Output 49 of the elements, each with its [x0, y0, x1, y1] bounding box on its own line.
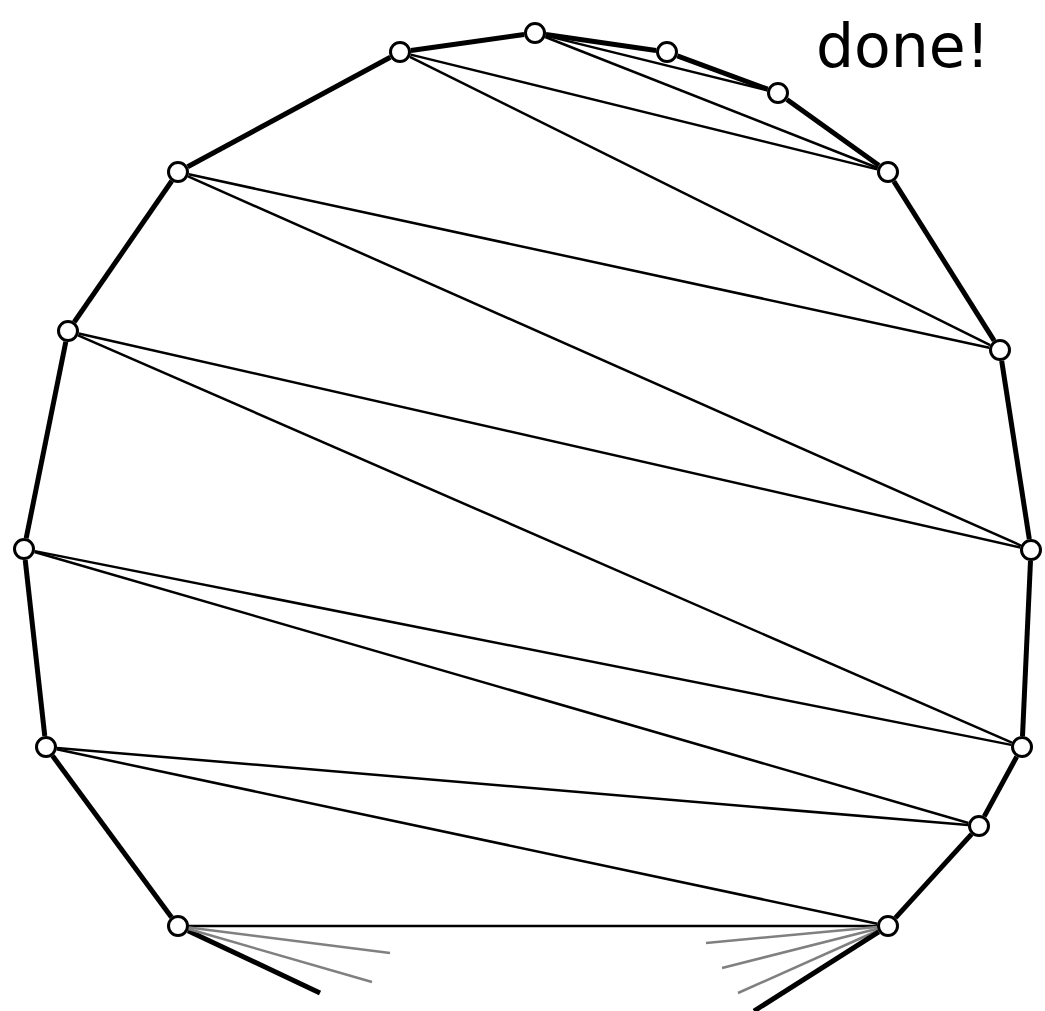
edge-line: [410, 32, 525, 53]
vertex-circle: [524, 22, 546, 44]
vertex-circle: [167, 915, 189, 937]
vertex-circle: [57, 320, 79, 342]
vertex-circle: [167, 161, 189, 183]
edge-line: [34, 550, 969, 825]
edge-line: [50, 754, 174, 919]
vertex-circle: [656, 41, 678, 63]
edge-line: [705, 925, 878, 945]
edge-line: [56, 746, 969, 827]
vertex-circle: [989, 339, 1011, 361]
edge-line: [893, 832, 974, 920]
edge-line: [721, 927, 878, 970]
edge-line: [188, 927, 373, 984]
edge-line: [676, 53, 769, 92]
edge-line: [78, 332, 1021, 549]
edge-line: [72, 179, 174, 324]
vertex-circle: [767, 82, 789, 104]
edge-line: [189, 924, 877, 928]
vertex-circle: [35, 736, 57, 758]
edge-line: [999, 360, 1032, 540]
vertex-circle: [968, 815, 990, 837]
edge-line: [188, 926, 391, 955]
edge-line: [77, 334, 1013, 744]
vertex-circle: [1020, 539, 1042, 561]
edge-line: [737, 929, 879, 995]
edge-line: [188, 173, 990, 349]
edge-line: [186, 928, 322, 996]
vertex-circle: [13, 538, 35, 560]
vertex-circle: [389, 41, 411, 63]
edge-line: [187, 175, 1022, 547]
vertex-circle: [877, 161, 899, 183]
edge-line: [409, 55, 991, 347]
edge-line: [56, 748, 878, 925]
edge-line: [410, 53, 878, 171]
edge-line: [1020, 560, 1033, 737]
vertex-circle: [1011, 736, 1033, 758]
edge-line: [752, 929, 881, 1011]
edge-line: [891, 179, 997, 343]
edge-line: [186, 55, 392, 169]
vertex-circle: [877, 915, 899, 937]
edge-line: [785, 97, 881, 168]
status-label: done!: [816, 16, 990, 76]
edge-line: [982, 755, 1019, 818]
edge-line: [23, 341, 69, 539]
edge-line: [544, 35, 879, 170]
edge-line: [34, 549, 1012, 747]
edge-line: [22, 559, 48, 737]
edge-line: [545, 32, 657, 53]
